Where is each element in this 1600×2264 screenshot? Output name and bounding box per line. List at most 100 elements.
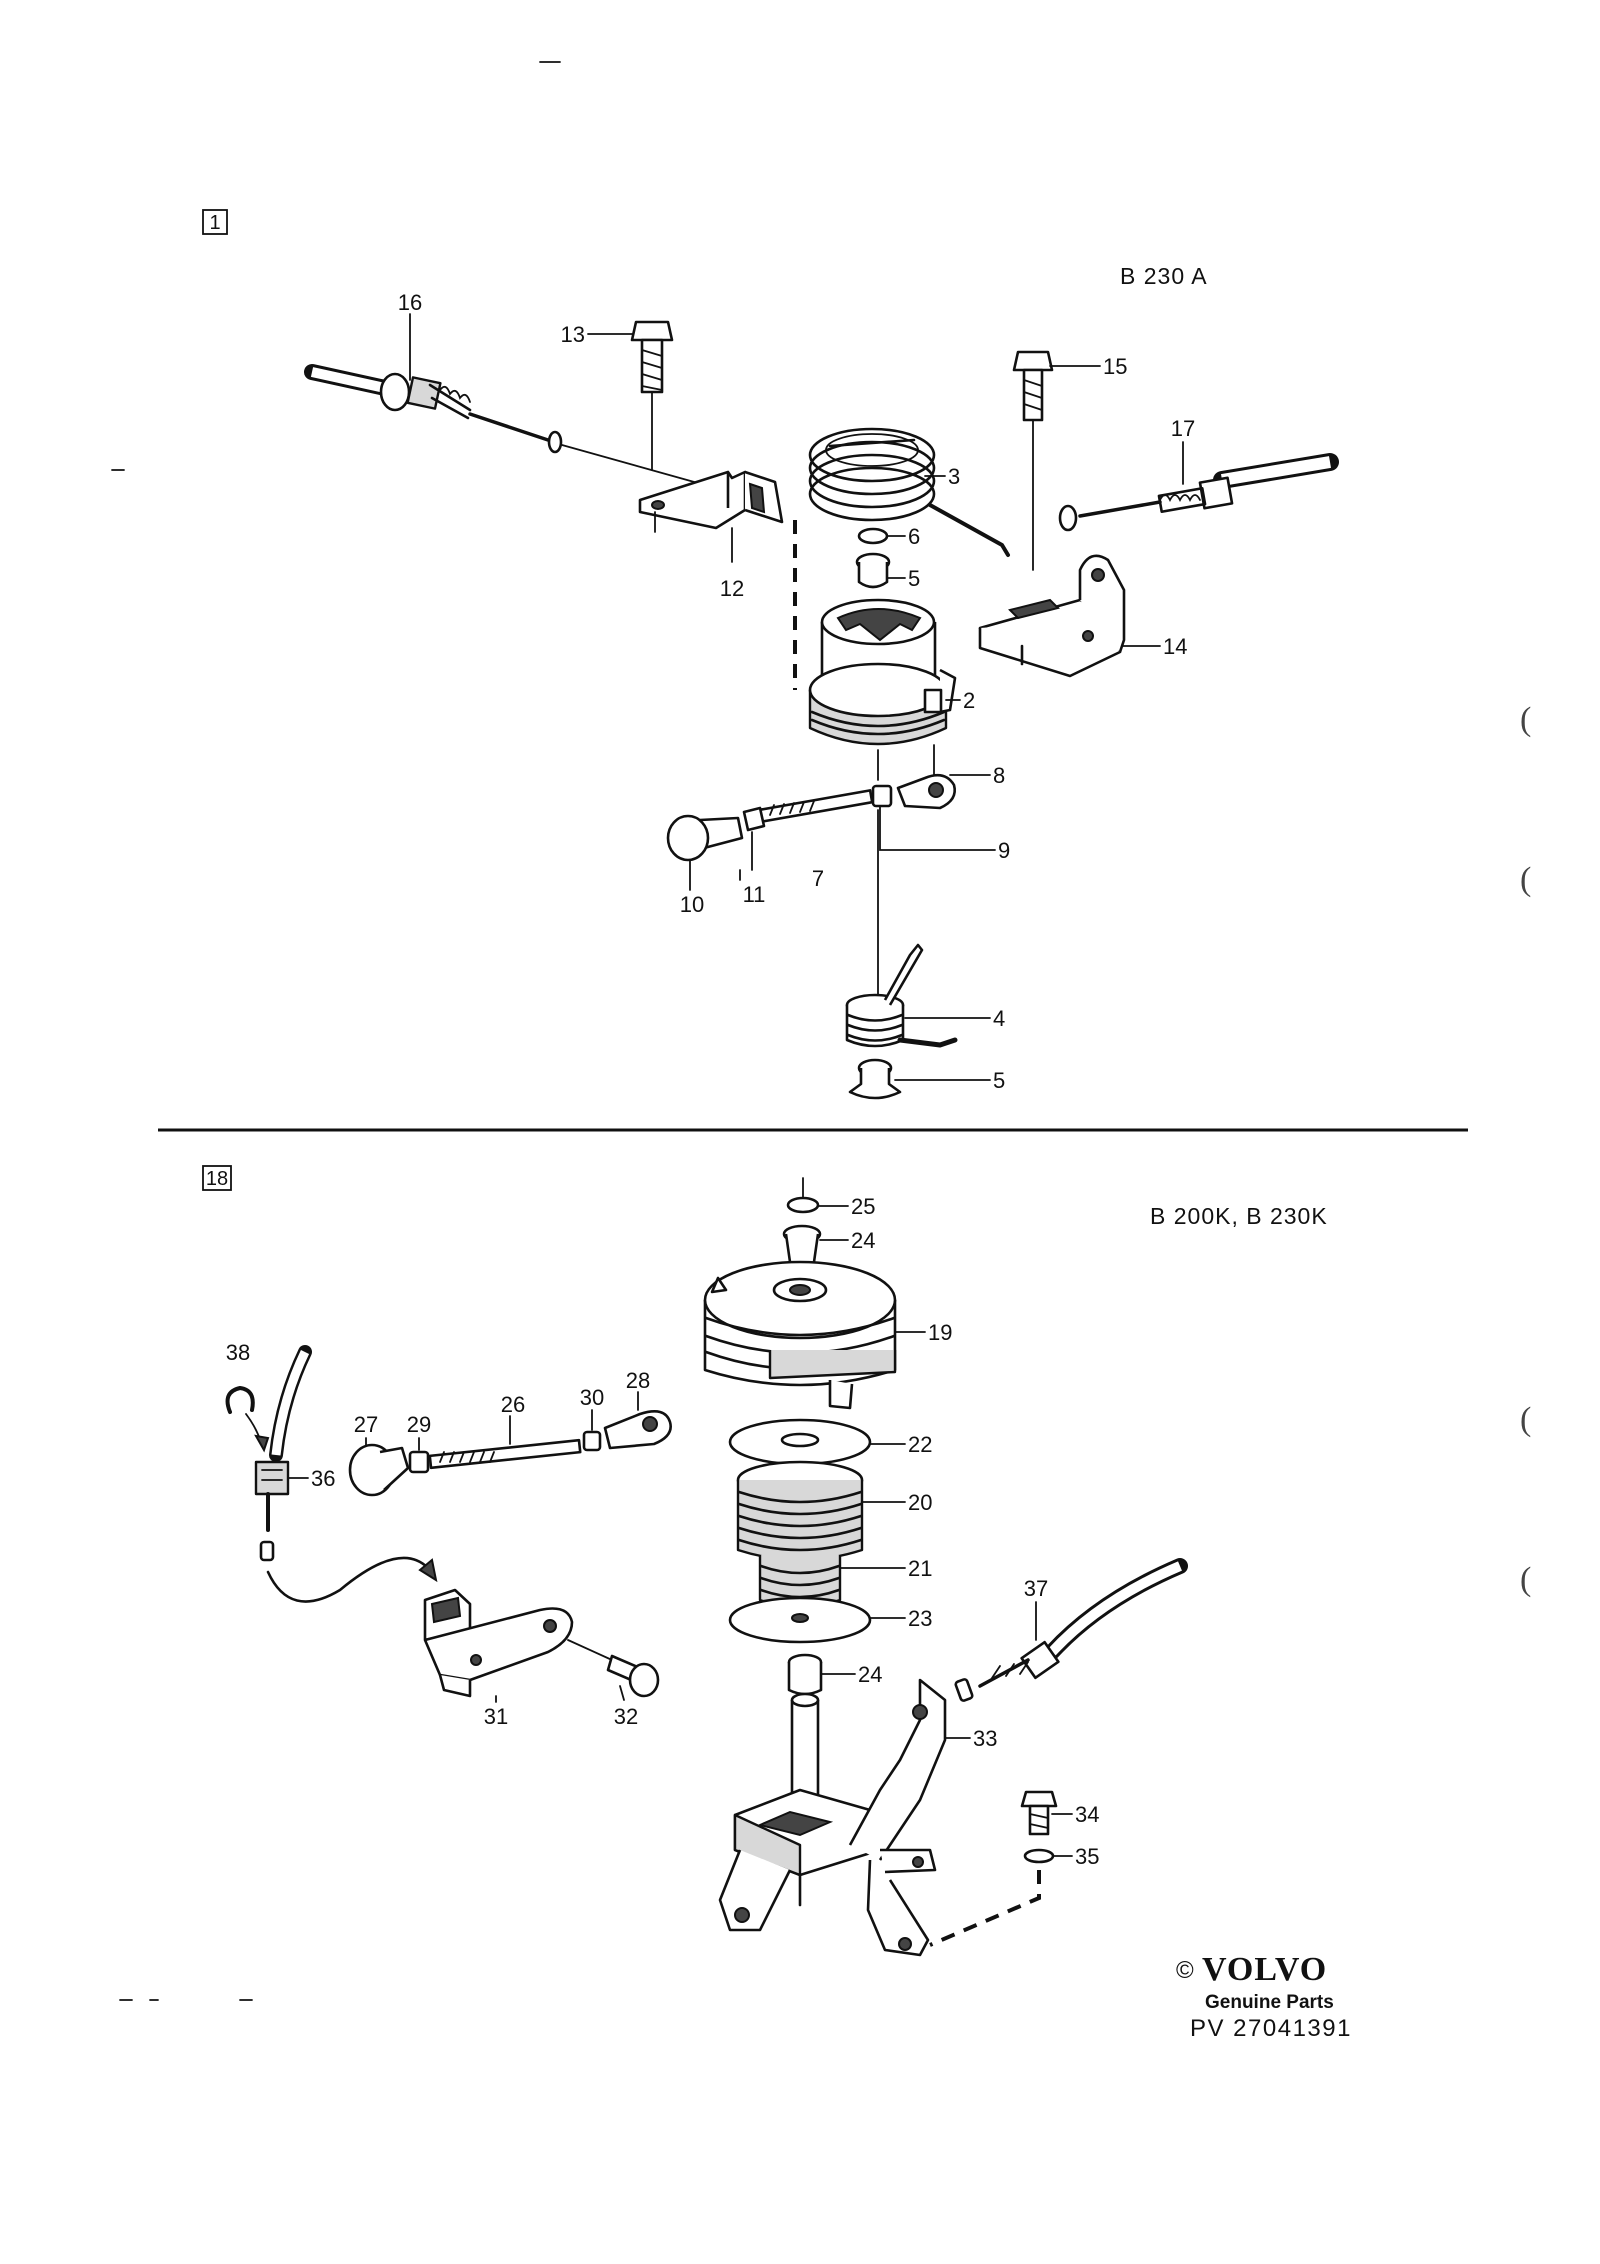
part-10-ball-cup xyxy=(666,814,744,891)
callout-24-upper: 24 xyxy=(851,1228,875,1253)
part-38-clip xyxy=(225,1386,270,1453)
part-31-cable-bracket xyxy=(423,1588,574,1703)
copyright-symbol: © xyxy=(1176,1957,1194,1984)
part-24-bushing-upper xyxy=(782,1224,822,1268)
part-25-circlip xyxy=(786,1196,820,1214)
callout-5-upper: 5 xyxy=(908,566,920,591)
part-15-bolt xyxy=(1012,350,1054,571)
callout-34: 34 xyxy=(1075,1802,1099,1827)
svg-text:(: ( xyxy=(1520,861,1531,898)
svg-text:(: ( xyxy=(1520,1561,1531,1598)
callout-17: 17 xyxy=(1171,416,1195,441)
callout-26: 26 xyxy=(501,1392,525,1417)
part-8-ball-socket xyxy=(896,744,956,810)
part-19-throttle-pulley xyxy=(703,1260,897,1410)
callout-leaders-top xyxy=(409,313,1184,1081)
callout-labels-bottom: 25 24 19 38 27 29 26 30 28 22 36 20 21 2… xyxy=(226,1194,1100,1869)
callout-27: 27 xyxy=(354,1412,378,1437)
part-27-ball-cup xyxy=(348,1437,410,1497)
part-26-threaded-rod xyxy=(428,1415,582,1470)
part-22-washer xyxy=(728,1418,872,1466)
part-6-washer xyxy=(857,527,889,545)
callout-30: 30 xyxy=(580,1385,604,1410)
callout-6: 6 xyxy=(908,524,920,549)
part-34-bolt xyxy=(1020,1790,1058,1836)
part-2-throttle-pulley xyxy=(808,598,957,781)
callout-28: 28 xyxy=(626,1368,650,1393)
callout-36: 36 xyxy=(311,1466,335,1491)
svg-text:(: ( xyxy=(1520,701,1531,738)
section-1: 1 B 230 A xyxy=(202,209,1339,1100)
callout-14: 14 xyxy=(1163,634,1187,659)
part-28-ball-socket xyxy=(603,1391,672,1450)
part-5-bushing-lower xyxy=(848,1058,902,1100)
part-24-bushing-lower xyxy=(787,1653,823,1696)
callout-20: 20 xyxy=(908,1490,932,1515)
callout-labels-top: 16 13 15 3 17 6 5 12 14 2 8 9 10 11 7 4 … xyxy=(398,290,1195,1093)
part-number: PV 27041391 xyxy=(1190,2015,1352,2042)
part-20-spring xyxy=(736,1460,864,1562)
part-12-bracket xyxy=(638,470,784,563)
brand-logo: VOLVO xyxy=(1202,1951,1327,1988)
callout-31: 31 xyxy=(484,1704,508,1729)
part-14-mounting-bracket xyxy=(978,554,1126,678)
callout-24-lower: 24 xyxy=(858,1662,882,1687)
part-30-nut xyxy=(582,1409,602,1452)
part-7-link-rod xyxy=(758,789,874,823)
section-number: 1 xyxy=(209,212,220,234)
part-3-return-spring xyxy=(808,427,1010,557)
section-number-box-18 xyxy=(202,1165,232,1191)
engine-variant-label-18: B 200K, B 230K xyxy=(1150,1203,1328,1229)
part-17-kickdown-cable xyxy=(1058,453,1339,532)
callout-12: 12 xyxy=(720,576,744,601)
part-32-bolt xyxy=(567,1639,660,1701)
part-9-lock-nut xyxy=(871,784,996,851)
callout-7: 7 xyxy=(812,866,824,891)
callout-2: 2 xyxy=(963,688,975,713)
part-35-washer xyxy=(1023,1848,1055,1864)
callout-29: 29 xyxy=(407,1412,431,1437)
callout-25: 25 xyxy=(851,1194,875,1219)
brand-subtitle: Genuine Parts xyxy=(1205,1992,1334,2013)
part-33-pulley-bracket xyxy=(718,1678,947,1957)
callout-8: 8 xyxy=(993,763,1005,788)
part-23-washer xyxy=(728,1596,872,1644)
part-16-throttle-cable xyxy=(304,364,731,493)
callout-38: 38 xyxy=(226,1340,250,1365)
section-number-box xyxy=(202,209,228,235)
callout-22: 22 xyxy=(908,1432,932,1457)
brand-footer: © VOLVO Genuine Parts PV 27041391 xyxy=(1176,1951,1352,2042)
part-29-nut xyxy=(408,1437,430,1474)
part-36-cable-end xyxy=(254,1345,312,1562)
callout-9: 9 xyxy=(998,838,1010,863)
callout-35: 35 xyxy=(1075,1844,1099,1869)
routing-arrow xyxy=(266,1556,430,1603)
part-11-nut xyxy=(742,806,766,871)
callout-32: 32 xyxy=(614,1704,638,1729)
part-5-bushing-upper xyxy=(855,552,891,589)
callout-10: 10 xyxy=(680,892,704,917)
callout-4: 4 xyxy=(993,1006,1005,1031)
section-18: 18 B 200K, B 230K xyxy=(202,1165,1328,1957)
callout-leaders-bottom xyxy=(817,1205,1073,1857)
callout-23: 23 xyxy=(908,1606,932,1631)
callout-3: 3 xyxy=(948,464,960,489)
part-13-bolt xyxy=(630,320,674,471)
margin-marks: ( ( ( ( xyxy=(111,61,1531,2001)
callout-37: 37 xyxy=(1024,1576,1048,1601)
engine-variant-label: B 230 A xyxy=(1120,263,1208,289)
section-number-18: 18 xyxy=(206,1168,228,1190)
svg-text:(: ( xyxy=(1520,1401,1531,1438)
callout-11: 11 xyxy=(743,882,766,907)
part-4-torsion-spring xyxy=(845,943,958,1048)
assembly-guide-line-bottom xyxy=(929,1870,1041,1947)
callout-21: 21 xyxy=(908,1556,932,1581)
callout-13: 13 xyxy=(561,322,585,347)
callout-15: 15 xyxy=(1103,354,1127,379)
callout-5-lower: 5 xyxy=(993,1068,1005,1093)
callout-33: 33 xyxy=(973,1726,997,1751)
callout-19: 19 xyxy=(928,1320,952,1345)
callout-16: 16 xyxy=(398,290,422,315)
